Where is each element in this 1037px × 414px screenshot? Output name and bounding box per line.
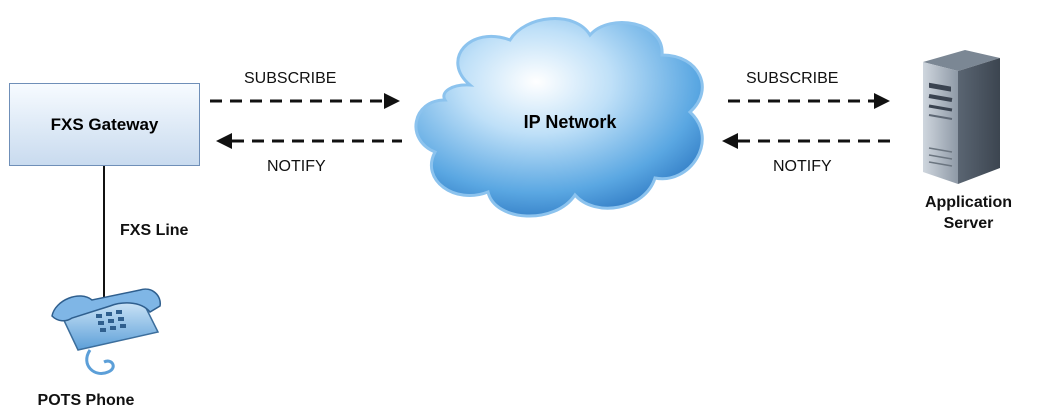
fxs-gateway-label: FXS Gateway	[50, 114, 159, 134]
ip-network-label: IP Network	[523, 112, 617, 132]
application-server-label-line2: Server	[943, 215, 994, 232]
fxs-line-label: FXS Line	[120, 222, 189, 239]
server-icon	[923, 50, 1000, 184]
left-subscribe-label: SUBSCRIBE	[244, 70, 337, 87]
left-subscribe-arrow	[210, 93, 400, 109]
pots-phone-label: POTS Phone	[37, 392, 135, 409]
left-notify-arrow	[216, 133, 402, 149]
phone-icon	[51, 288, 161, 375]
ip-network-cloud	[414, 17, 704, 218]
right-notify-label: NOTIFY	[773, 158, 832, 175]
right-subscribe-label: SUBSCRIBE	[746, 70, 839, 87]
application-server-label: Application Server	[900, 192, 1037, 234]
application-server-label-line1: Application	[924, 194, 1013, 211]
left-notify-label: NOTIFY	[267, 158, 326, 175]
right-subscribe-arrow	[728, 93, 890, 109]
fxs-gateway-box: FXS Gateway	[9, 83, 200, 166]
right-notify-arrow	[722, 133, 892, 149]
